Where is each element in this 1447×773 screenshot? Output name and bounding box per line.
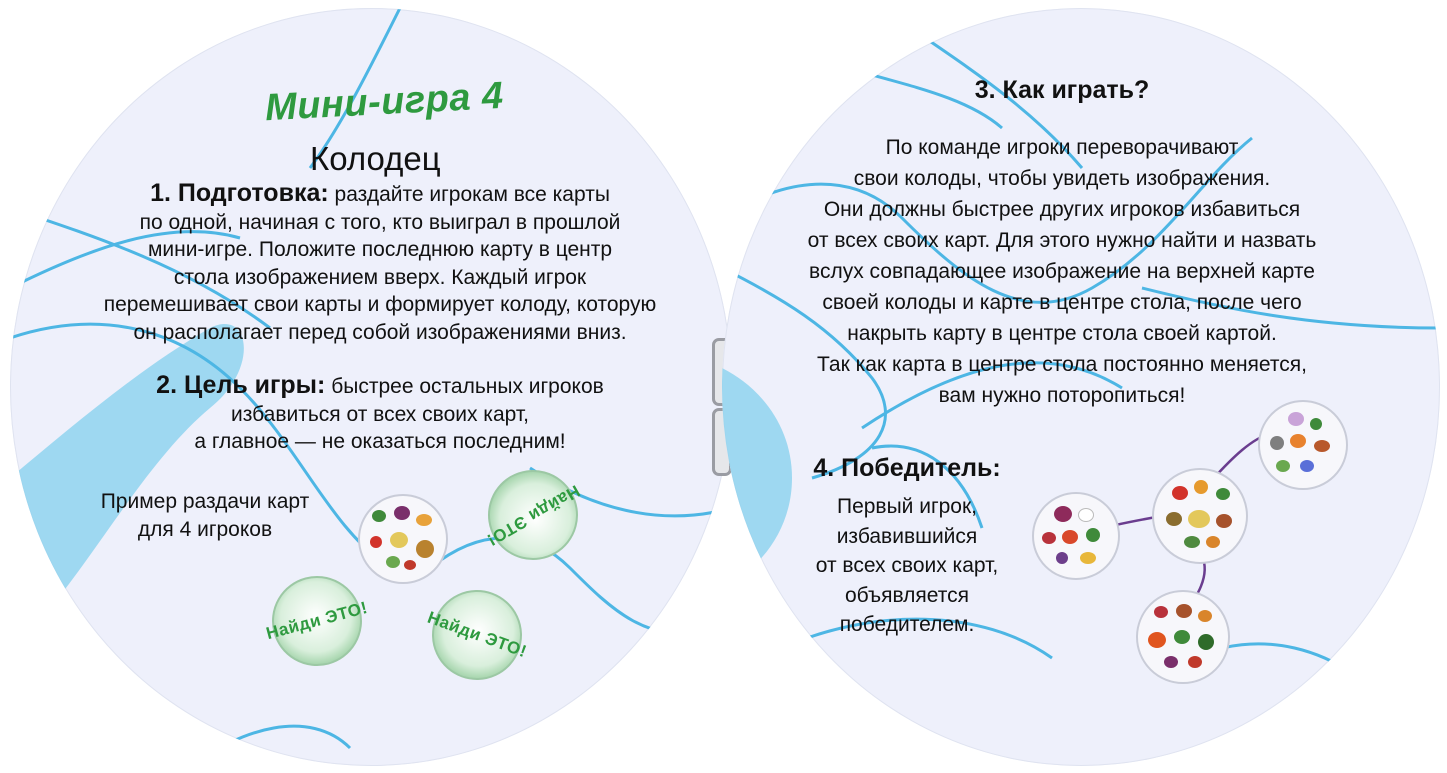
how-to-play-line: Так как карта в центре стола постоянно м… [817, 353, 1307, 376]
preparation-line: по одной, начиная с того, кто выиграл в … [139, 210, 621, 234]
how-to-play-heading-wrap: 3. Как играть? [842, 76, 1282, 105]
preparation-heading: 1. Подготовка: [150, 179, 329, 207]
fruit-vegetable-card-icon [1152, 468, 1248, 564]
example-caption-line: для 4 игроков [137, 517, 273, 541]
left-page: Мини-игра 4 Колодец 1. Подготовка: разда… [10, 8, 732, 766]
how-to-play-line: Они должны быстрее других игроков избави… [823, 198, 1301, 221]
wave-background [10, 8, 732, 766]
fruit-vegetable-card-icon [1032, 492, 1120, 580]
winner-heading: 4. Победитель: [813, 454, 1001, 482]
game-name: Колодец [310, 140, 441, 177]
section-winner: Первый игрок, избавившийся от всех своих… [782, 492, 1032, 640]
section-how-to-play: По команде игроки переворачивают свои ко… [742, 132, 1382, 411]
section-preparation: 1. Подготовка: раздайте игрокам все карт… [60, 179, 700, 346]
how-to-play-line: свои колоды, чтобы увидеть изображения. [853, 167, 1271, 190]
fruit-vegetable-card-icon [1136, 590, 1230, 684]
fruit-vegetable-card-icon [1258, 400, 1348, 490]
how-to-play-line: от всех своих карт. Для этого нужно найт… [807, 229, 1317, 252]
goal-first-line: 2. Цель игры: быстрее остальных игроков [70, 371, 690, 401]
how-to-play-line: вам нужно поторопиться! [938, 384, 1186, 407]
card-back-text: Найди ЭТО! [483, 481, 584, 550]
winner-heading-wrap: 4. Победитель: [782, 454, 1032, 483]
right-page: 3. Как играть? По команде игроки перевор… [722, 8, 1440, 766]
winner-line: Первый игрок, [836, 495, 978, 518]
winner-line: от всех своих карт, [815, 554, 999, 577]
preparation-line: мини-игре. Положите последнюю карту в це… [147, 238, 613, 261]
preparation-text: раздайте игрокам все карты [334, 183, 610, 206]
how-to-play-line: По команде игроки переворачивают [885, 136, 1239, 159]
goal-heading: 2. Цель игры: [156, 371, 326, 399]
preparation-line: он располагает перед собой изображениями… [133, 320, 627, 344]
how-to-play-line: вслух совпадающее изображение на верхней… [809, 260, 1315, 283]
wave-background [722, 8, 1440, 700]
winner-line: победителем. [839, 613, 975, 636]
card-back-text: Найди ЭТО! [425, 607, 530, 662]
winner-line: избавившийся [836, 524, 978, 548]
winner-line: объявляется [844, 583, 970, 607]
how-to-play-line: своей колоды и карте в центре стола, пос… [822, 291, 1302, 314]
how-to-play-line: накрыть карту в центре стола своей карто… [847, 322, 1277, 345]
how-to-play-heading: 3. Как играть? [974, 76, 1150, 104]
fruit-vegetable-card-icon [358, 494, 448, 584]
preparation-line: перемешивает свои карты и формирует коло… [103, 293, 657, 316]
goal-text: быстрее остальных игроков [331, 375, 604, 398]
goal-line: а главное — не оказаться последним! [194, 430, 566, 453]
preparation-line: стола изображением вверх. Каждый игрок [173, 265, 587, 289]
example-caption-line: Пример раздачи карт [100, 490, 310, 513]
card-back-text: Найди ЭТО! [264, 597, 370, 644]
example-caption: Пример раздачи карт для 4 игроков [90, 488, 320, 543]
goal-line: избавиться от всех своих карт, [231, 402, 529, 426]
preparation-first-line: 1. Подготовка: раздайте игрокам все карт… [60, 179, 700, 209]
section-goal: 2. Цель игры: быстрее остальных игроков … [70, 371, 690, 456]
